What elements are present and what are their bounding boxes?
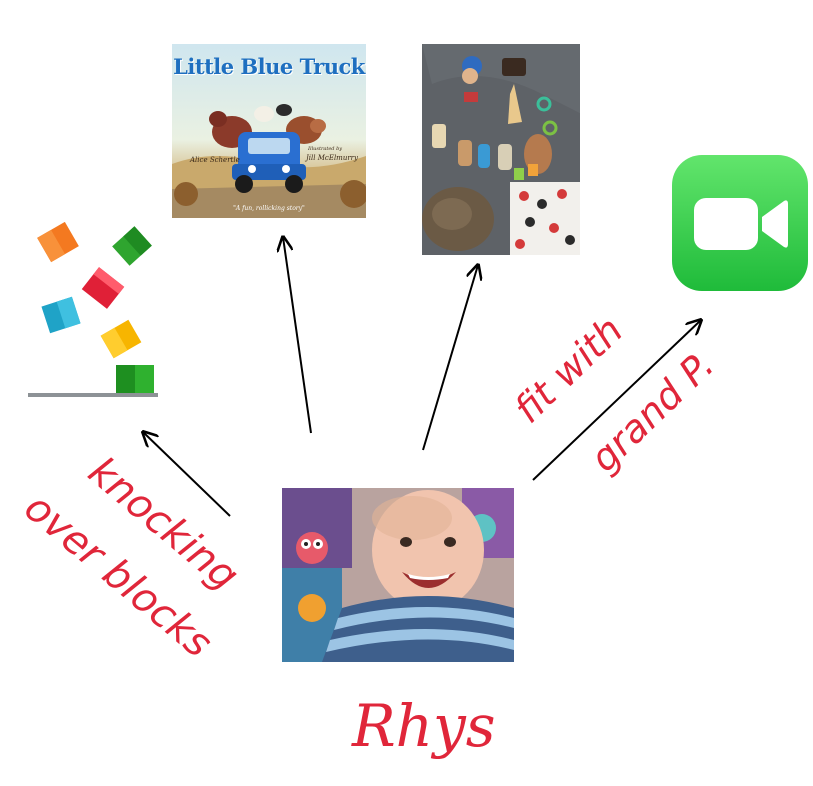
arrow-to-toys [422, 265, 478, 451]
book-quote: "A fun, rollicking story" [233, 205, 305, 212]
arrow-to-book [283, 237, 312, 434]
video-camera-icon [672, 155, 808, 291]
book-illustrator-credit: Illustrated by [308, 146, 343, 152]
toys-photo [422, 44, 580, 255]
right-annotation-line1: fit with [506, 308, 632, 431]
arrow-to-blocks [143, 432, 231, 517]
center-name-label: Rhys [351, 692, 496, 760]
book-cover-image: Little Blue Truck Alice Schertle Illustr… [172, 44, 366, 218]
falling-blocks-icon [26, 222, 162, 400]
book-illustrator: Jill McElmurry [306, 154, 358, 162]
book-title: Little Blue Truck [173, 54, 365, 79]
book-author: Alice Schertle [190, 156, 240, 164]
baby-photo [282, 488, 514, 662]
arrow-to-facetime [532, 320, 701, 481]
